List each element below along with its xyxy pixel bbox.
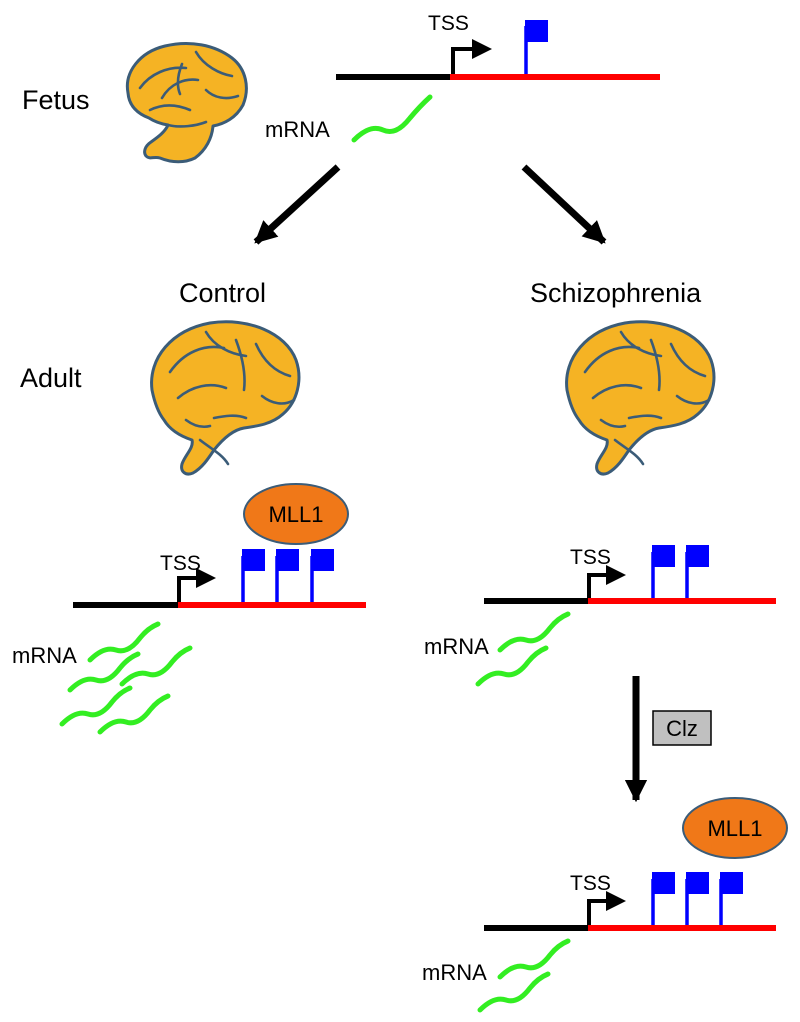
control-mrna-label: mRNA: [12, 643, 77, 668]
fetal-methyl-flag: [524, 20, 548, 74]
fetal-mrna-label: mRNA: [265, 117, 330, 142]
clz-mrna-strand: [497, 938, 571, 980]
control-label: Control: [179, 278, 266, 308]
schizophrenia-tss-label: TSS: [570, 546, 611, 569]
fetal-gene: TSS: [336, 12, 660, 80]
schizophrenia-brain-icon: [565, 320, 716, 476]
schizophrenia-tss-arrow: [587, 565, 626, 598]
clz-methyl-flag: [685, 872, 709, 925]
control-mrna-strand: [87, 621, 161, 663]
clz-drug-box: Clz: [652, 710, 712, 746]
adult-label: Adult: [20, 363, 82, 393]
control-methyl-flag: [241, 549, 265, 602]
control-mrna-strand: [119, 645, 193, 687]
schizophrenia-label: Schizophrenia: [530, 278, 702, 308]
clz-mll1-label: MLL1: [707, 816, 762, 841]
schizophrenia-methyl-flag: [685, 545, 709, 598]
clz-mrna-strand: [477, 971, 551, 1013]
schizophrenia-mrna-strand: [475, 645, 549, 687]
control-tss-arrow: [177, 568, 216, 602]
control-brain-icon: [150, 320, 301, 476]
fetal-tss-arrow: [451, 39, 492, 74]
schizophrenia-gene: TSS: [484, 545, 776, 604]
fetal-brain-icon: [125, 42, 248, 164]
control-mll1-label: MLL1: [268, 502, 323, 527]
control-mrna-strand: [67, 651, 141, 693]
control-gene: TSS: [73, 549, 366, 608]
clz-tss-arrow: [587, 891, 626, 925]
clz-methyl-flag: [719, 872, 743, 925]
control-mrna-strand: [97, 693, 171, 735]
clz-tss-label: TSS: [570, 872, 611, 895]
schizophrenia-mrna-label: mRNA: [424, 634, 489, 659]
control-methyl-flag: [310, 549, 334, 602]
fetal-tss-label: TSS: [428, 12, 469, 35]
clz-methyl-flag: [651, 872, 675, 925]
clz-mrna-label: mRNA: [422, 960, 487, 985]
fetal-mrna-strand: [351, 94, 433, 143]
fetus-label: Fetus: [22, 85, 90, 115]
schizophrenia-mrna-strand: [497, 611, 571, 653]
clz-label: Clz: [666, 716, 698, 741]
clz-mll1: MLL1: [682, 797, 788, 859]
schizophrenia-methyl-flag: [651, 545, 675, 598]
arrow-to-schizophrenia: [521, 164, 607, 245]
control-tss-label: TSS: [160, 552, 201, 575]
control-mrna-strand: [59, 685, 133, 727]
control-mll1: MLL1: [243, 483, 349, 545]
clz-gene: TSS: [484, 872, 776, 931]
control-methyl-flag: [275, 549, 299, 602]
arrow-to-control: [253, 164, 341, 245]
